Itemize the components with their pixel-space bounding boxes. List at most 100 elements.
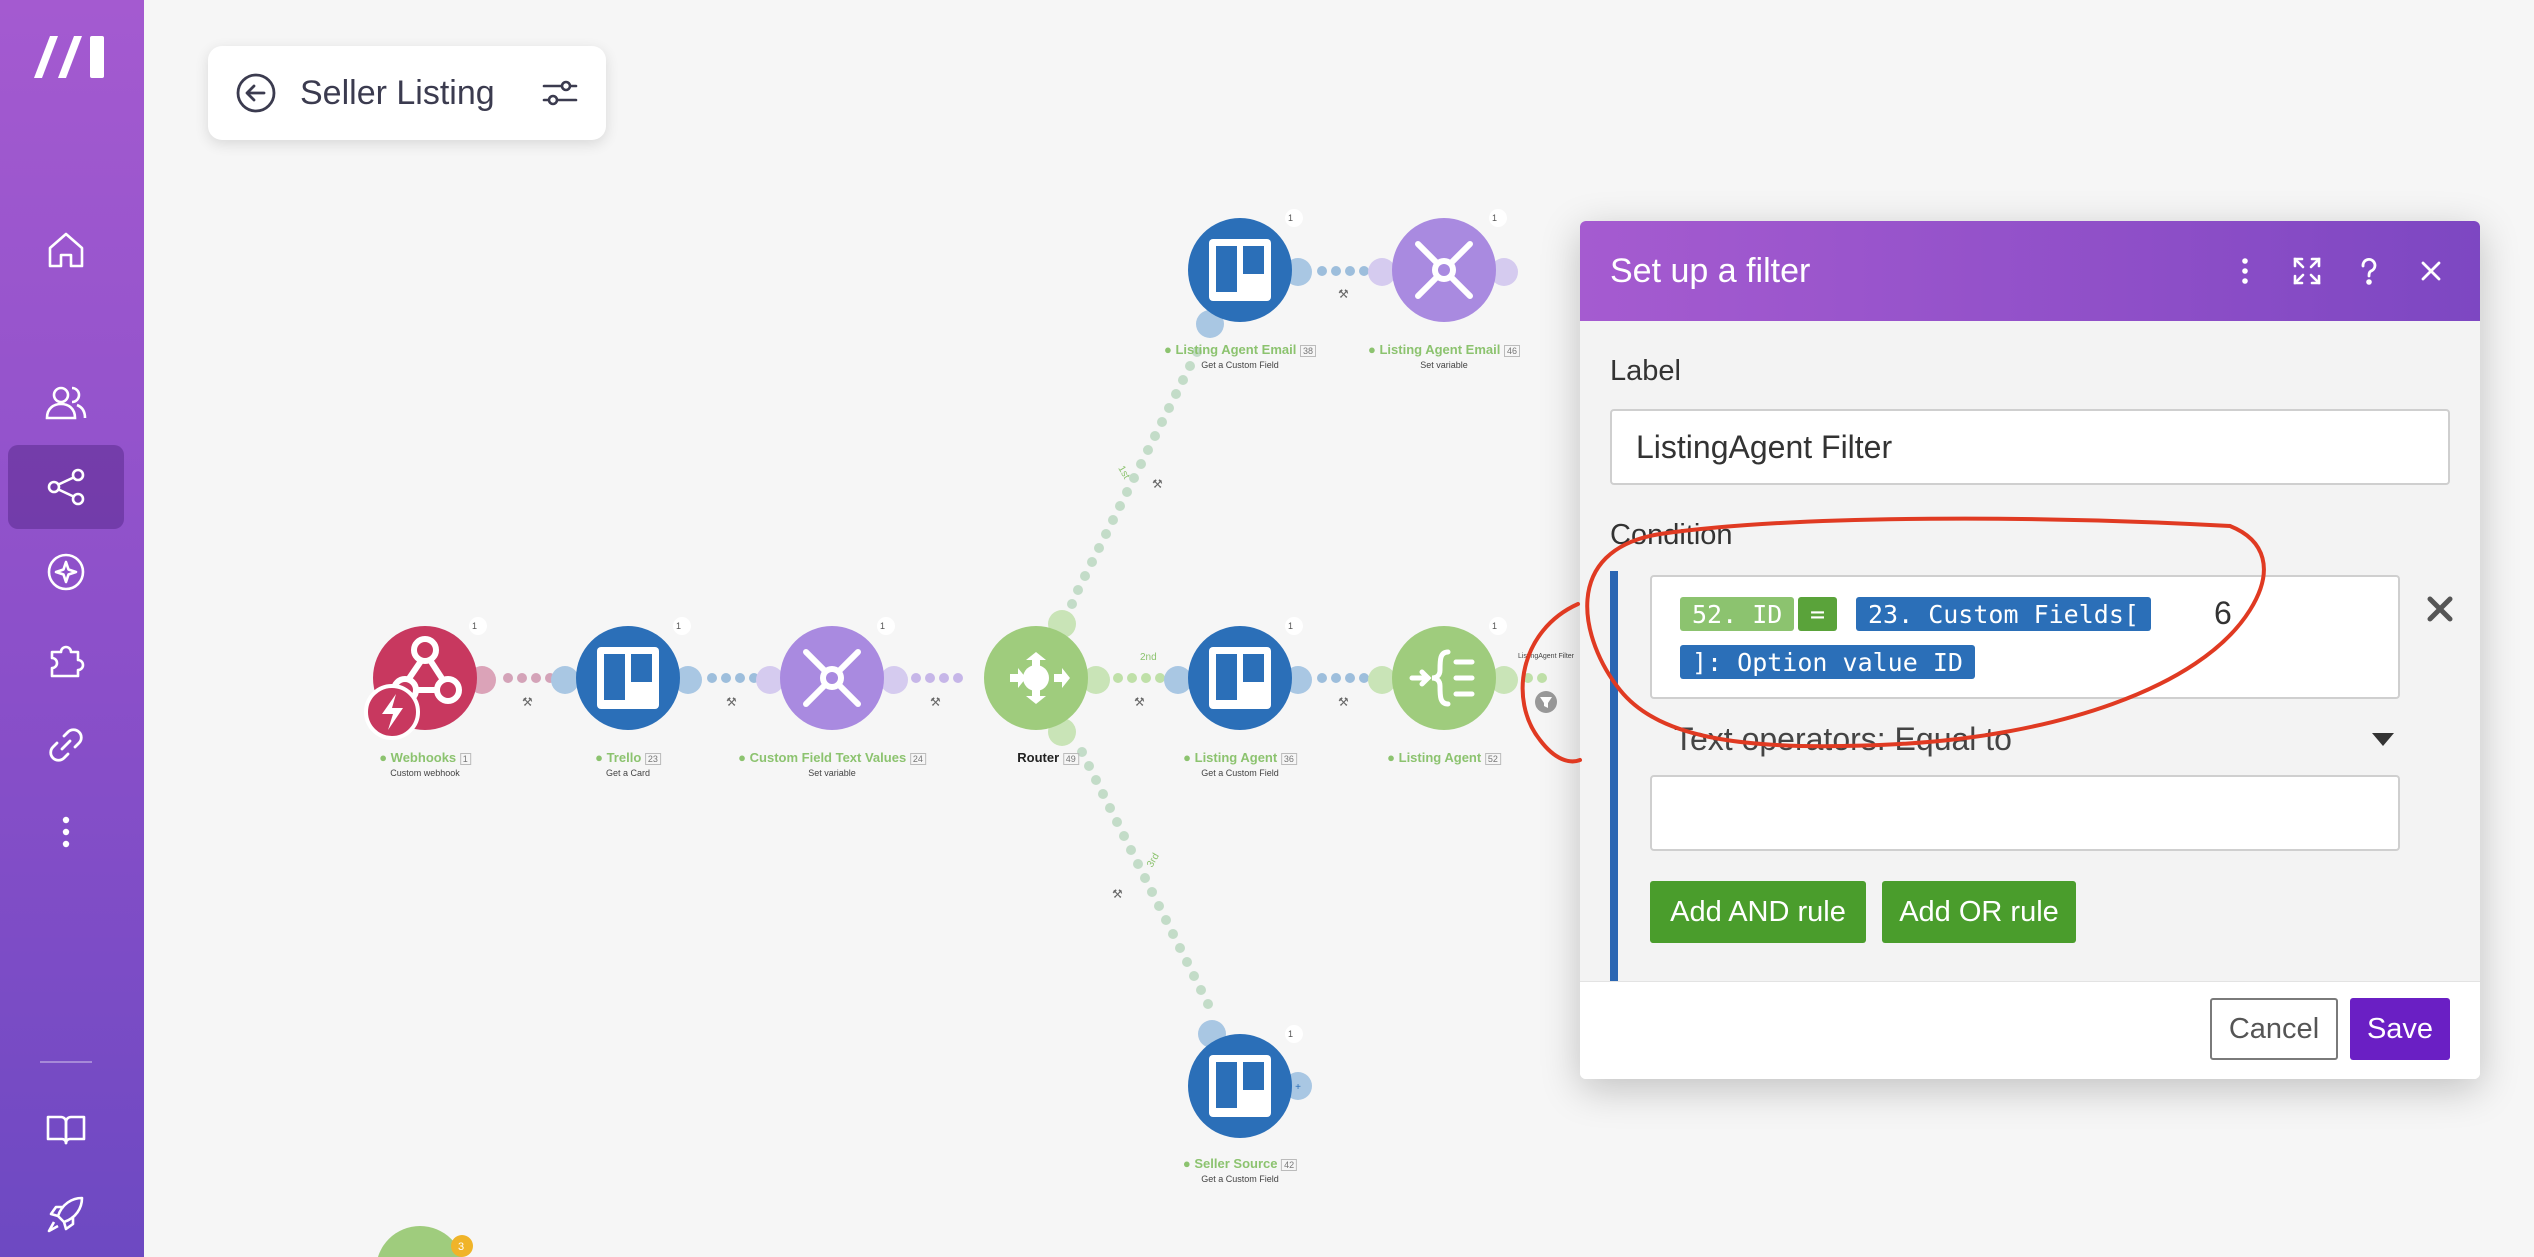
- connector-lae1-lae2: [1317, 266, 1369, 276]
- remove-condition-icon[interactable]: [2420, 589, 2460, 629]
- mapped-value-pill[interactable]: 23. Custom Fields[: [1856, 597, 2151, 631]
- wrench-icon[interactable]: ⚒: [522, 695, 533, 709]
- sidebar-item-whats-new[interactable]: [8, 1172, 124, 1256]
- filter-icon[interactable]: [1535, 691, 1557, 713]
- wrench-icon[interactable]: ⚒: [726, 695, 737, 709]
- label-caption: Label: [1610, 355, 1681, 387]
- wrench-icon[interactable]: ⚒: [1112, 887, 1123, 901]
- wrench-icon[interactable]: ⚒: [1152, 477, 1163, 491]
- connector-cftv-router: [911, 673, 963, 683]
- wrench-icon[interactable]: ⚒: [1338, 287, 1349, 301]
- node-label-cftv[interactable]: ● Custom Field Text Values 24: [738, 750, 926, 765]
- condition-field-input[interactable]: 52. ID = 23. Custom Fields[ 6 ]: Option …: [1650, 575, 2400, 699]
- help-icon[interactable]: [2350, 252, 2388, 290]
- node-index: 46: [1503, 345, 1520, 357]
- mapped-value-pill[interactable]: ]: Option value ID: [1680, 645, 1975, 679]
- router-icon: [1010, 652, 1070, 704]
- book-icon: [46, 1115, 86, 1145]
- expand-icon[interactable]: [2288, 252, 2326, 290]
- ops-count: 1: [1288, 1029, 1293, 1039]
- node-index: 23: [644, 753, 661, 765]
- sidebar-item-docs[interactable]: [8, 1087, 124, 1171]
- node-label-seller-source[interactable]: ● Seller Source 42: [1183, 1156, 1298, 1171]
- condition-rule-bar: [1610, 571, 1618, 991]
- function-pill[interactable]: =: [1798, 597, 1838, 631]
- node-title: Trello: [606, 750, 642, 765]
- node-index: 36: [1280, 753, 1297, 765]
- close-icon[interactable]: [2412, 252, 2450, 290]
- node-label-la1[interactable]: ● Listing Agent 36: [1183, 750, 1297, 765]
- wrench-icon[interactable]: ⚒: [1338, 695, 1349, 709]
- node-label-lae1[interactable]: ● Listing Agent Email 38: [1164, 342, 1316, 357]
- wrench-icon[interactable]: ⚒: [1134, 695, 1145, 709]
- status-dot-icon: ●: [1368, 342, 1376, 357]
- dialog-footer: Cancel Save: [1580, 981, 2480, 1079]
- mapped-value-pill[interactable]: 52. ID: [1680, 597, 1795, 631]
- ops-count: 1: [880, 621, 885, 631]
- module-webhooks[interactable]: [364, 626, 496, 740]
- back-arrow-icon[interactable]: [234, 71, 278, 115]
- node-label-la2[interactable]: ● Listing Agent 52: [1387, 750, 1501, 765]
- sidebar-item-apps[interactable]: [8, 618, 124, 702]
- operator-select[interactable]: Text operators: Equal to: [1674, 711, 2394, 767]
- status-dot-icon: ●: [738, 750, 747, 765]
- node-sub-trello: Get a Card: [605, 768, 651, 778]
- sidebar-item-team[interactable]: [8, 360, 124, 444]
- sidebar-divider: [40, 1061, 92, 1063]
- settings-sliders-icon[interactable]: [540, 73, 580, 113]
- sidebar-item-home[interactable]: [8, 208, 124, 292]
- node-index: 24: [909, 753, 926, 765]
- node-title: Listing Agent Email: [1379, 342, 1501, 357]
- module-partial-bottom[interactable]: 3: [376, 1226, 473, 1257]
- module-seller-source[interactable]: +: [1188, 1020, 1312, 1138]
- sidebar-item-more[interactable]: [8, 790, 124, 874]
- operator-value: Text operators: Equal to: [1674, 720, 2012, 757]
- node-sub-webhooks: Custom webhook: [390, 768, 460, 778]
- chevron-down-icon: [2372, 732, 2394, 746]
- scenario-title[interactable]: Seller Listing: [300, 73, 495, 112]
- share-icon: [47, 468, 85, 506]
- sidebar-item-ai[interactable]: [8, 530, 124, 614]
- module-listing-agent-email-get[interactable]: [1188, 218, 1312, 338]
- module-custom-field-text-values[interactable]: [756, 626, 908, 730]
- add-and-rule-button[interactable]: Add AND rule: [1650, 881, 1866, 943]
- rocket-icon: [47, 1196, 84, 1233]
- node-title: Seller Source: [1194, 1156, 1278, 1171]
- cancel-button[interactable]: Cancel: [2210, 998, 2338, 1060]
- node-label-router[interactable]: Router 49: [1017, 750, 1079, 765]
- module-listing-agent-json[interactable]: [1368, 626, 1518, 730]
- trello-icon: [1209, 1055, 1271, 1117]
- add-or-rule-button[interactable]: Add OR rule: [1882, 881, 2076, 943]
- filter-tag-label[interactable]: ListingAgent Filter: [1518, 653, 1575, 660]
- node-label-trello[interactable]: ● Trello 23: [595, 750, 661, 765]
- connector-router-bottom: [1077, 747, 1213, 1009]
- node-label-webhooks[interactable]: ● Webhooks 1: [379, 750, 471, 765]
- node-index: 1: [459, 753, 471, 765]
- node-label-lae2[interactable]: ● Listing Agent Email 46: [1368, 342, 1520, 357]
- more-vertical-icon: [62, 816, 70, 848]
- sidebar-item-scenarios[interactable]: [8, 445, 124, 529]
- parser-icon: [1409, 649, 1475, 707]
- label-input[interactable]: ListingAgent Filter: [1610, 409, 2450, 485]
- condition-caption: Condition: [1610, 519, 1733, 551]
- home-icon: [48, 232, 84, 268]
- node-sub-lae2: Set variable: [1420, 360, 1468, 370]
- condition-value-input[interactable]: [1650, 775, 2400, 851]
- save-button[interactable]: Save: [2350, 998, 2450, 1060]
- connector-trello-cftv: [707, 673, 759, 683]
- link-icon: [49, 728, 83, 762]
- route-label-3rd: 3rd: [1145, 851, 1162, 869]
- add-module-icon[interactable]: +: [1295, 1082, 1301, 1093]
- sidebar-item-connections[interactable]: [8, 703, 124, 787]
- node-title: Listing Agent: [1194, 750, 1278, 765]
- make-logo-icon[interactable]: [28, 28, 116, 84]
- module-router[interactable]: [984, 610, 1110, 746]
- more-vertical-icon[interactable]: [2226, 252, 2264, 290]
- module-trello[interactable]: [551, 626, 702, 730]
- status-dot-icon: ●: [379, 750, 388, 765]
- wrench-icon[interactable]: ⚒: [930, 695, 941, 709]
- module-listing-agent-email-set[interactable]: [1368, 218, 1518, 322]
- node-index: 49: [1062, 753, 1079, 765]
- module-listing-agent-get[interactable]: [1164, 626, 1312, 730]
